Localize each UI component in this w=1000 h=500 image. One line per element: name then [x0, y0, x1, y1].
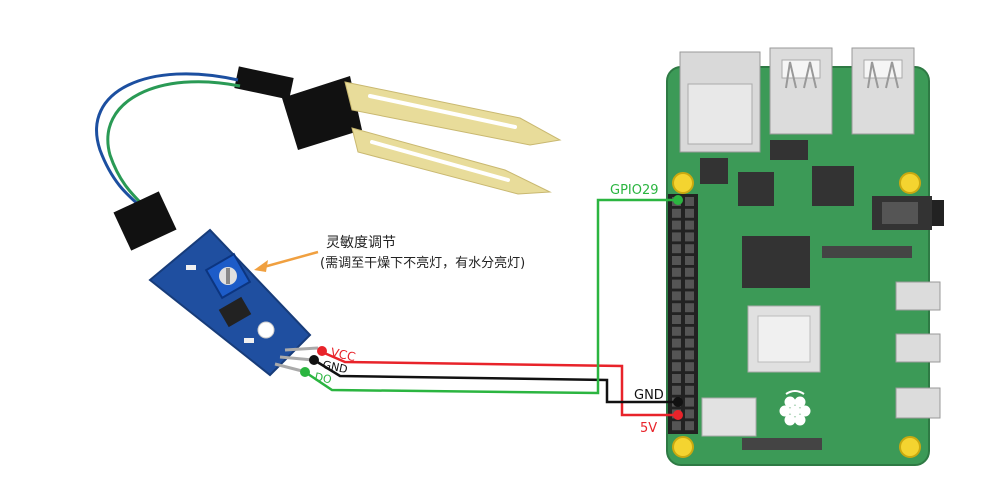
- gpio-pin: [672, 244, 681, 254]
- pi-gnd-pin-dot: [673, 397, 683, 407]
- gpio29-pin-dot: [673, 195, 683, 205]
- gpio-pin: [685, 362, 694, 372]
- gpio-pin: [672, 232, 681, 242]
- gpio-pin: [672, 291, 681, 301]
- pi-mount-hole: [899, 172, 921, 194]
- annotation-arrow-head: [254, 260, 268, 272]
- gpio-pin: [685, 197, 694, 206]
- gpio-pin: [672, 256, 681, 265]
- gpio-pin: [672, 208, 681, 218]
- annotation-arrow-line: [259, 250, 319, 270]
- do-pin-dot: [300, 367, 310, 377]
- gpio-pin: [672, 350, 681, 360]
- label-vcc: VCC: [329, 345, 356, 364]
- camera-connector: [742, 438, 822, 450]
- ram-chip: [742, 236, 810, 288]
- pi-chip: [701, 397, 757, 437]
- pi-chip: [738, 172, 774, 206]
- gpio-pin: [672, 220, 681, 230]
- pi-mount-hole: [672, 172, 694, 194]
- led-indicator: [244, 338, 254, 343]
- gpio-pin: [685, 232, 694, 242]
- usb-port-icon: [769, 47, 833, 135]
- probe-connector: [234, 66, 294, 100]
- gpio-pin: [672, 374, 681, 383]
- label-gpio29: GPIO29: [610, 183, 659, 198]
- gnd-pin-dot: [309, 355, 319, 365]
- gpio-pin: [672, 326, 681, 336]
- annotation-note: (需调至干燥下不亮灯，有水分亮灯): [320, 255, 525, 271]
- sensor-pcb: [148, 228, 312, 377]
- poe-header: [700, 158, 728, 184]
- label-do: DO: [313, 370, 333, 386]
- gpio-pin: [685, 374, 694, 383]
- connection-wires: [304, 198, 678, 417]
- module-connector: [113, 191, 177, 251]
- led-indicator: [186, 265, 196, 270]
- micro-hdmi-port: [895, 281, 941, 311]
- probe-head: [282, 76, 362, 150]
- pi-chip: [812, 166, 854, 206]
- wire-gnd: [313, 358, 678, 404]
- gpio-pin: [685, 291, 694, 301]
- pi-5v-pin-dot: [673, 410, 683, 420]
- gpio-pin: [685, 326, 694, 336]
- gpio-pin: [672, 315, 681, 324]
- gpio-pin: [672, 421, 681, 431]
- label-pi-gnd: GND: [634, 388, 664, 403]
- gpio-pin: [672, 279, 681, 289]
- probe-traces: [368, 94, 517, 182]
- gpio-pin: [685, 303, 694, 313]
- pi-mount-hole: [899, 436, 921, 458]
- wire-vcc-5v: [321, 350, 678, 417]
- audio-jack-icon: [872, 196, 944, 230]
- raspberry-logo-icon: [779, 390, 811, 426]
- sensor-cable: [95, 72, 241, 217]
- gpio-pin: [685, 409, 694, 419]
- gpio-pin: [685, 385, 694, 395]
- gpio-pin: [685, 397, 694, 407]
- gpio-pin: [685, 208, 694, 218]
- pi-chip: [770, 140, 808, 160]
- gpio-pin: [685, 267, 694, 277]
- vcc-pin-dot: [317, 346, 327, 356]
- label-gnd: GND: [321, 358, 348, 376]
- label-pi-5v: 5V: [640, 421, 657, 436]
- gpio-pin: [672, 385, 681, 395]
- annotation-title: 灵敏度调节: [326, 235, 396, 251]
- gpio-pin: [685, 256, 694, 265]
- gpio-pin: [685, 315, 694, 324]
- sensitivity-annotation: 灵敏度调节 (需调至干燥下不亮灯，有水分亮灯): [254, 235, 525, 272]
- gpio-pin: [685, 338, 694, 348]
- gpio-pin: [685, 350, 694, 360]
- gpio-pin: [672, 267, 681, 277]
- usb-port-icon: [851, 47, 915, 135]
- wire-do-gpio: [304, 198, 678, 395]
- display-connector: [822, 246, 912, 258]
- soil-probe: [234, 66, 562, 195]
- raspberry-pi-board: [666, 47, 944, 466]
- usb-c-port: [895, 387, 941, 419]
- comparator-chip: [218, 296, 252, 328]
- module-hole: [257, 321, 275, 339]
- micro-hdmi-port: [895, 333, 941, 363]
- gpio-pin: [685, 421, 694, 431]
- gpio-pin: [685, 279, 694, 289]
- sensor-module: [113, 191, 319, 377]
- gpio-pin: [672, 362, 681, 372]
- gpio-pin: [672, 303, 681, 313]
- gpio-pin: [685, 244, 694, 254]
- gpio-pin: [685, 220, 694, 230]
- pi-mount-hole: [672, 436, 694, 458]
- gpio-pin: [672, 338, 681, 348]
- potentiometer-icon: [204, 252, 252, 300]
